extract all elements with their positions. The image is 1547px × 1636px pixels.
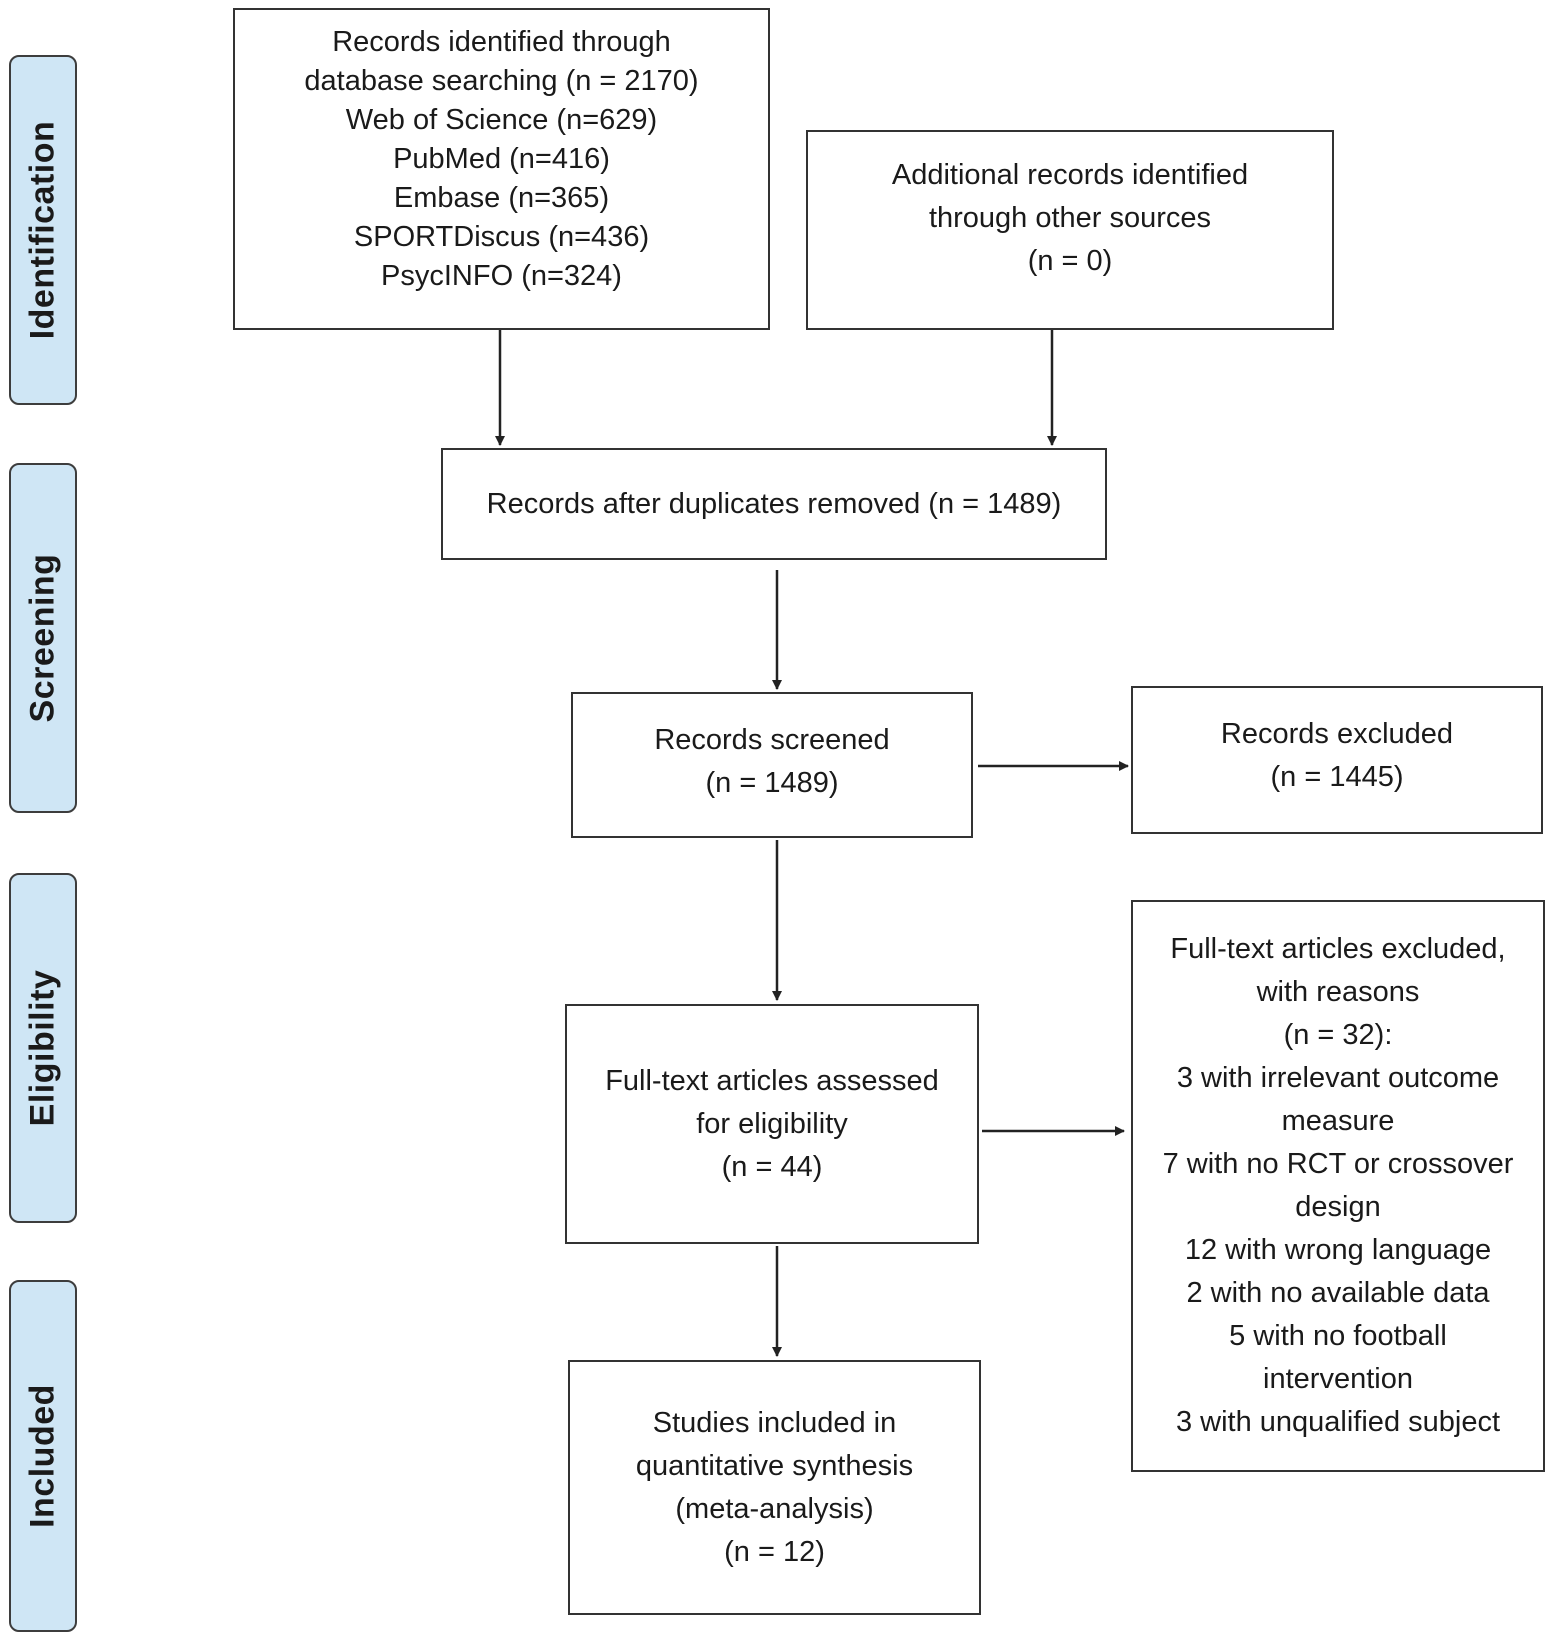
box-line: (n = 0): [1027, 245, 1113, 277]
box-line: (n = 1489): [705, 767, 839, 799]
box-line: measure: [1281, 1105, 1395, 1137]
box-line: (n = 1445): [1270, 761, 1404, 793]
box-line: 12 with wrong language: [1184, 1234, 1492, 1266]
box-line: (meta-analysis): [675, 1492, 874, 1525]
other-sources-box: Additional records identified through oth…: [806, 130, 1334, 330]
box-line: Records after duplicates removed (n = 14…: [486, 487, 1062, 520]
box-line: design: [1295, 1191, 1381, 1223]
phase-eligibility: Eligibility: [9, 873, 77, 1223]
phase-identification: Identification: [9, 55, 77, 405]
box-line: (n = 12): [724, 1535, 825, 1568]
box-line: Studies included in: [652, 1406, 897, 1439]
box-line: Embase (n=365): [393, 182, 610, 214]
phase-screening: Screening: [9, 463, 77, 813]
box-line: 3 with irrelevant outcome: [1176, 1062, 1500, 1094]
box-line: 3 with unqualified subject: [1175, 1406, 1501, 1438]
box-line: 5 with no football: [1229, 1320, 1447, 1352]
box-line: Full-text articles assessed: [605, 1064, 939, 1097]
box-line: SPORTDiscus (n=436): [353, 221, 650, 253]
box-line: Records identified through: [332, 26, 671, 58]
included-studies-box: Studies included in quantitative synthesi…: [568, 1360, 981, 1615]
box-line: for eligibility: [696, 1107, 848, 1140]
box-line: PsycINFO (n=324): [381, 260, 622, 292]
box-line: Additional records identified: [891, 159, 1249, 191]
box-line: PubMed (n=416): [393, 143, 610, 175]
box-line: (n = 32):: [1283, 1019, 1393, 1051]
box-line: with reasons: [1256, 976, 1420, 1008]
database-search-box: Records identified through database searc…: [233, 8, 770, 330]
box-line: intervention: [1263, 1363, 1413, 1395]
phase-included: Included: [9, 1280, 77, 1632]
box-line: through other sources: [928, 202, 1212, 234]
records-excluded-box: Records excluded (n = 1445): [1131, 686, 1543, 834]
box-line: Web of Science (n=629): [345, 104, 658, 136]
box-line: 7 with no RCT or crossover: [1162, 1148, 1514, 1180]
fulltext-excluded-box: Full-text articles excluded, with reasons…: [1131, 900, 1545, 1472]
box-line: database searching (n = 2170): [304, 65, 699, 97]
box-line: Records screened: [654, 724, 890, 756]
box-line: (n = 44): [721, 1150, 823, 1183]
box-line: Full-text articles excluded,: [1170, 933, 1506, 965]
fulltext-assessed-box: Full-text articles assessed for eligibili…: [565, 1004, 979, 1244]
box-line: 2 with no available data: [1186, 1277, 1490, 1309]
records-screened-box: Records screened (n = 1489): [571, 692, 973, 838]
duplicates-removed-box: Records after duplicates removed (n = 14…: [441, 448, 1107, 560]
box-line: Records excluded: [1220, 718, 1454, 750]
box-line: quantitative synthesis: [635, 1449, 914, 1482]
